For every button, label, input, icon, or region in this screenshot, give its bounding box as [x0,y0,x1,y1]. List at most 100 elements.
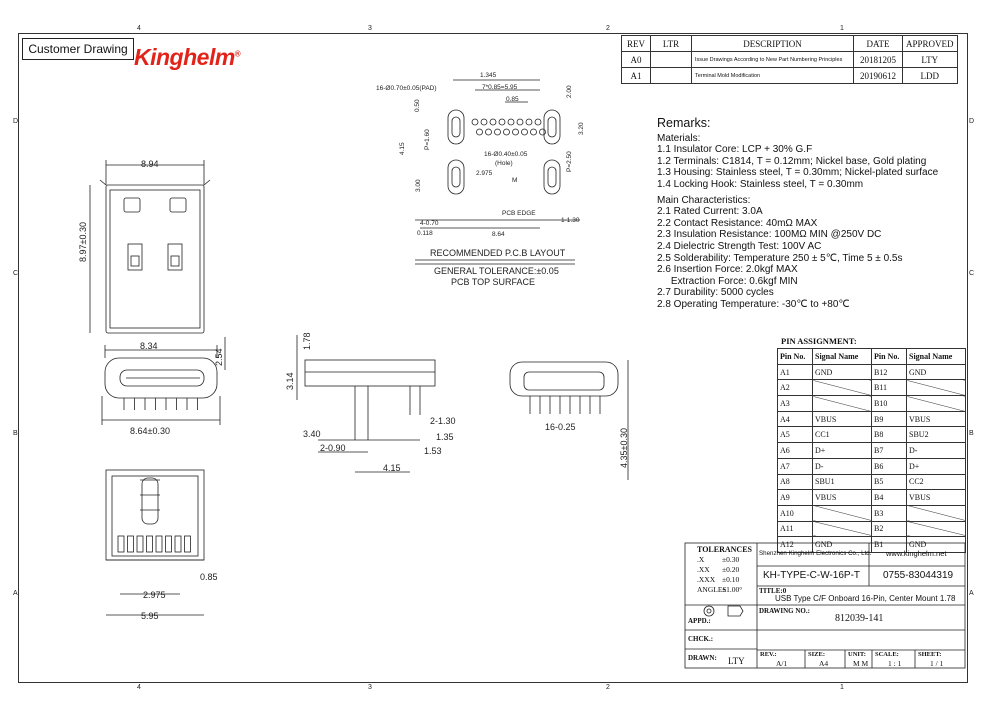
bottom-pin [117,535,125,553]
characteristic-line: 2.6 Insertion Force: 2.0kgf MAX [657,264,798,276]
zone-row-c-right: C [969,270,975,277]
dim-pcb-415: 4.15 [399,142,406,155]
pcb-hole [539,128,546,136]
tolerance-value: ±0.10 [722,575,740,584]
dim-side-130: 2-1.30 [430,416,456,426]
date-cell: 20190612 [853,67,903,84]
dim-side-153: 1.53 [424,446,442,456]
dim-bottom-085: 0.85 [200,572,218,582]
pin-b-signal: GND [906,536,966,553]
zone-col-1-top: 1 [840,25,844,32]
dim-side-178: 1.78 [302,332,312,350]
zone-col-4-bottom: 4 [137,684,141,691]
zone-row-a-right: A [969,590,974,597]
dim-pcb-tol-box: 0.118 [417,230,433,237]
pcb-hole [498,118,506,126]
dim-pcb-datum-m: M [512,177,517,184]
dim-pcb-hole: 16-Ø0.40±0.05 [484,151,528,158]
pcb-hole [525,118,533,126]
sheet-value: 1 / 1 [930,659,944,668]
dim-side-415: 4.15 [383,463,401,473]
dim-front-height: 2.54 [214,348,224,366]
dim-bottom-595: 5.95 [141,611,159,621]
zone-row-d-left: D [13,118,19,125]
zone-col-4-top: 4 [137,25,141,32]
dim-pcb-200: 2.00 [566,85,573,98]
top-view [89,160,211,334]
tolerance-value: ±1.00° [722,585,743,594]
characteristic-line: 2.1 Rated Current: 3.0A [657,206,763,218]
tolerance-precision: .XXX [697,575,716,584]
pcb-hole [530,128,537,136]
bottom-pin [136,535,144,553]
checked-by-label: CHCK.: [688,635,714,643]
dim-pcb-250: P=2.50 [566,151,573,172]
tolerance-precision: .XX [697,565,710,574]
zone-col-2-top: 2 [606,25,610,32]
dim-bottom-2975: 2.975 [143,590,166,600]
approved-by-label: APPD.: [688,617,711,625]
size-value: A4 [819,659,829,668]
dim-pcb-160: P=1.60 [424,129,431,150]
rev-value: A/1 [776,659,788,668]
characteristic-line: 2.4 Dielectric Strength Test: 100V AC [657,240,822,252]
revision-table: REV LTR DESCRIPTION DATE APPROVED A0 Iss… [621,35,958,84]
revision-row: A0 Issue Drawings According to New Part … [621,51,958,68]
characteristic-line: 2.3 Insulation Resistance: 100MΩ MIN @25… [657,229,882,241]
characteristic-line: 2.5 Solderability: Temperature 250 ± 5℃,… [657,252,903,264]
zone-col-1-bottom: 1 [840,684,844,691]
pcb-hole [494,128,501,136]
scale-label: SCALE: [875,651,899,658]
pin-a-number: A12 [777,536,813,553]
drawing-title: USB Type C/F Onboard 16-Pin, Center Moun… [775,594,956,603]
unit-label: UNIT: [848,651,866,658]
company-name: Shenzhen Kinghelm Electronics Co., Ltd. [759,550,872,557]
zone-row-c-left: C [13,270,19,277]
drawing-number: 812039-141 [835,613,884,624]
side-view [296,335,436,473]
dim-pcb-085: 0.85 [506,96,519,103]
pcb-hole [489,118,497,126]
dim-top-width: 8.94 [141,159,159,169]
sheet-label: SHEET: [918,651,942,658]
zone-row-b-right: B [969,430,974,437]
tolerance-value: ±0.20 [722,565,740,574]
pcb-hole [512,128,519,136]
dim-pcb-864: 8.64 [492,231,505,238]
pcb-hole [507,118,515,126]
logo-registered-mark: ® [234,49,241,59]
dim-rear-pins: 16-0.25 [545,422,576,432]
pcb-hole [485,128,492,136]
material-line: 1.1 Insulator Core: LCP + 30% G.F [657,144,813,156]
drawing-frame [18,33,968,683]
characteristics-title: Main Characteristics: [657,194,751,206]
pin-assignment-table: Pin No. Signal Name Pin No. Signal Name … [777,348,966,553]
pcb-layout-caption: RECOMMENDED P.C.B LAYOUT [430,248,566,258]
dim-pcb-300: 3.00 [415,179,422,192]
approved-cell: LDD [902,67,958,84]
characteristic-line: 2.8 Operating Temperature: -30℃ to +80℃ [657,298,850,310]
zone-row-d-right: D [969,118,975,125]
customer-drawing-label: Customer Drawing [22,38,134,60]
zone-col-2-bottom: 2 [606,684,610,691]
dim-pcb-470: 4-0.70 [420,220,439,227]
pin-b-signal [906,504,966,522]
drawn-by-value: LTY [728,656,745,666]
pin-b-number: B1 [871,536,907,553]
description-cell: Terminal Mold Modification [691,67,854,84]
pcb-hole [471,118,479,126]
pcb-hole [476,128,483,136]
characteristic-line: 2.2 Contact Resistance: 40mΩ MAX [657,217,818,229]
characteristic-line: Extraction Force: 0.6kgf MIN [657,275,798,287]
dim-front-width: 8.34 [140,341,158,351]
dim-side-314: 3.14 [285,372,295,390]
zone-col-3-bottom: 3 [368,684,372,691]
material-line: 1.2 Terminals: C1814, T = 0.12mm; Nickel… [657,155,927,167]
pin-a-signal [812,520,872,538]
scale-value: 1 : 1 [888,659,902,668]
pcb-layout-view [415,79,580,265]
tolerance-precision: .X [697,555,705,564]
